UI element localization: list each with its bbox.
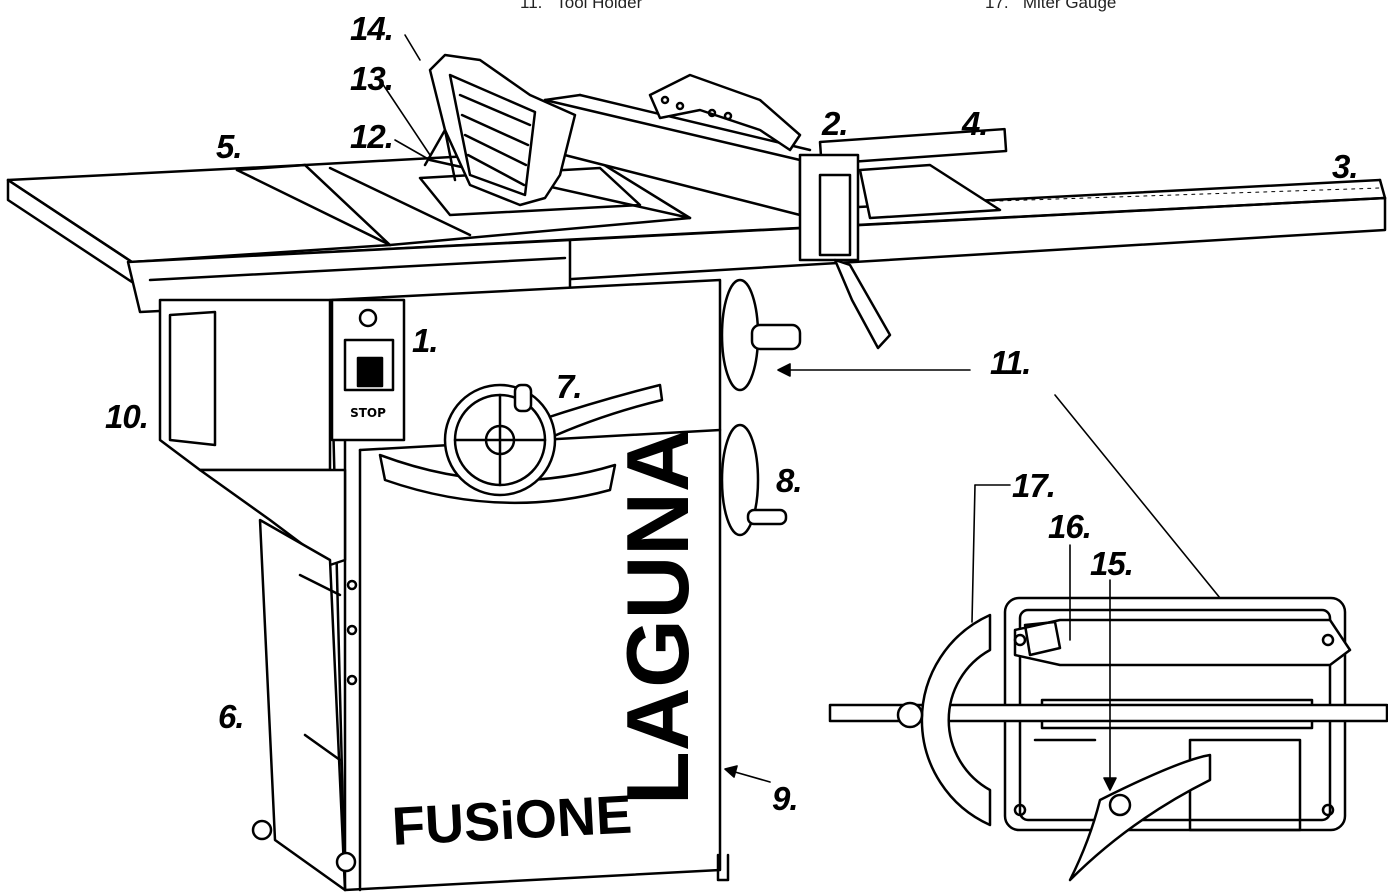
callout-9: 9.: [772, 780, 798, 817]
legend-item-tool-holder: 11. Tool Holder: [520, 0, 642, 13]
callout-15: 15.: [1090, 545, 1133, 582]
callout-12: 12.: [350, 118, 393, 155]
legend-label: Miter Gauge: [1022, 0, 1117, 12]
callout-7: 7.: [556, 368, 582, 405]
blade-height-handwheel: [443, 383, 557, 497]
leader-lines: [379, 34, 1221, 791]
callout-3: 3.: [1332, 148, 1358, 185]
callout-14: 14.: [350, 10, 393, 47]
brand-lettering: LAGUNA FUSiONE: [390, 429, 707, 857]
callout-2: 2.: [821, 105, 848, 142]
callout-8: 8.: [776, 462, 802, 499]
switch-label: STOP: [350, 406, 386, 420]
callout-16: 16.: [1048, 508, 1091, 545]
cabinet: [158, 278, 730, 892]
legend-item-miter-gauge: 17. Miter Gauge: [985, 0, 1116, 13]
legend-label: Tool Holder: [556, 0, 643, 12]
callout-11: 11.: [990, 344, 1030, 381]
blade-guard: [423, 53, 577, 207]
side-handwheels: [720, 278, 802, 537]
callout-6: 6.: [218, 698, 244, 735]
callout-17: 17.: [1012, 467, 1055, 504]
inset-miter-gauge-storage: [828, 596, 1388, 882]
callout-5: 5.: [216, 128, 242, 165]
legend-number: 11.: [520, 0, 543, 12]
rip-fence: [543, 73, 892, 350]
callout-10: 10.: [105, 398, 148, 435]
model-name-fusione: FUSiONE: [390, 785, 633, 857]
callout-4: 4.: [961, 105, 988, 142]
callout-13: 13.: [350, 60, 393, 97]
callouts: 1. 2. 3. 4. 5. 6. 7. 8. 9. 10. 11. 12. 1…: [105, 10, 1359, 817]
power-switch: STOP: [330, 298, 406, 442]
brand-logo-laguna: LAGUNA: [608, 429, 707, 805]
legend-number: 17.: [985, 0, 1009, 12]
extension-wing-right: [818, 127, 1008, 220]
callout-1: 1.: [412, 322, 438, 359]
